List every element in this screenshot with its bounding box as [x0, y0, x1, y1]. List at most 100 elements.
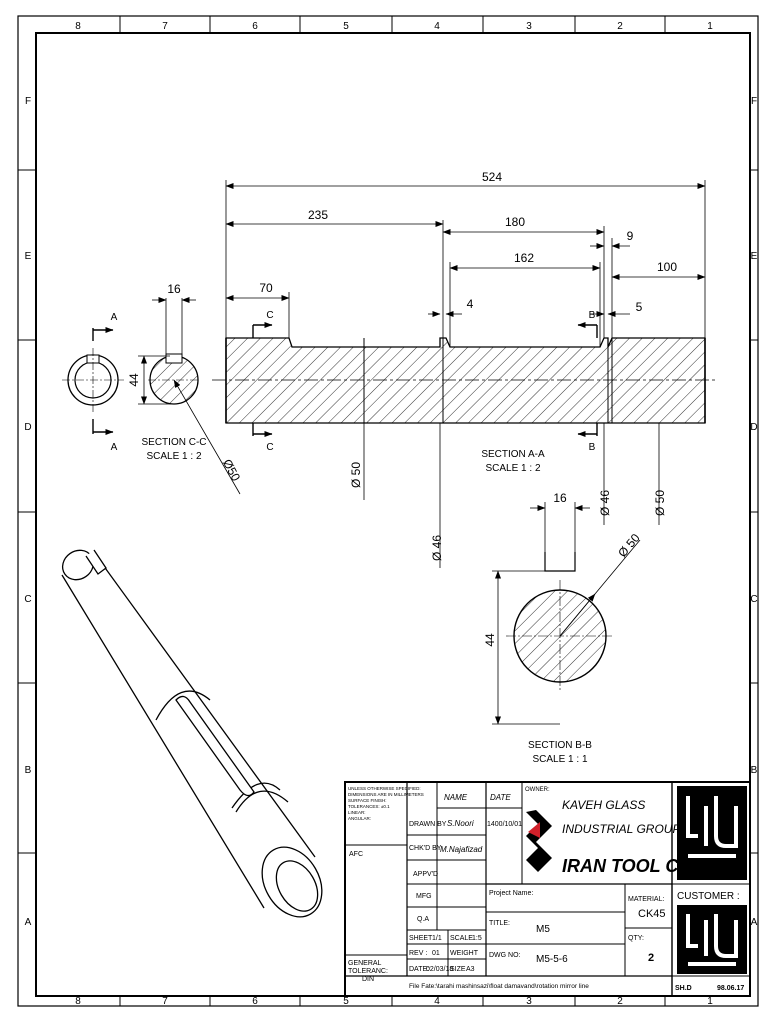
section-bb-scale: SCALE 1 : 1: [532, 754, 587, 765]
cut-label-b-top: B: [589, 310, 596, 321]
cut-label-a-top: A: [111, 312, 118, 323]
shaft-dimension-labels: 524 235 180 9 162 100 70 4 5 Ø 50 Ø 46 Ø…: [259, 170, 677, 561]
zone-col-1: 1: [707, 21, 713, 32]
zone-row-c-right: C: [750, 594, 757, 605]
scale-label: SCALE: [450, 935, 473, 942]
drawn-by-value: S.Noori: [447, 819, 474, 828]
brand-logo-top: [677, 786, 747, 880]
section-cc-caption: SECTION C-C SCALE 1 : 2: [142, 437, 207, 462]
drawn-date-value: 1400/10/01: [487, 821, 522, 828]
dim-9: 9: [627, 229, 634, 243]
title-label: TITLE:: [489, 920, 510, 927]
dim-dia50-shaft: Ø 50: [349, 462, 363, 488]
zone-row-a: A: [25, 917, 32, 928]
section-aa-title: SECTION A-A: [481, 449, 545, 460]
dim-bb-diameter: Ø 50: [615, 531, 643, 560]
project-name-label: Project Name:: [489, 890, 533, 897]
cut-label-a-bottom: A: [111, 442, 118, 453]
note-line-1: UNLESS OTHERWISE SPECIFIED:: [348, 786, 421, 791]
zone-labels: 8 7 6 5 4 3 2 1 8 7 6 5 4 3 2 1 F E D C …: [24, 21, 757, 1007]
section-cc-scale: SCALE 1 : 2: [146, 451, 201, 462]
dim-162: 162: [514, 251, 534, 265]
zone-row-e: E: [25, 251, 32, 262]
zone-col-6: 6: [252, 21, 258, 32]
zone-col-5-bottom: 5: [343, 996, 349, 1007]
rev-value: 01: [432, 950, 440, 957]
cut-label-c-top: C: [266, 310, 273, 321]
rev-label: REV :: [409, 950, 427, 957]
zone-col-4-bottom: 4: [434, 996, 440, 1007]
note-line-3: SURFACE FINISH:: [348, 798, 387, 803]
mfg-label: MFG: [416, 893, 432, 900]
shaft-section-aa: [212, 337, 718, 424]
dim-70: 70: [259, 281, 273, 295]
sheet-value: 1/1: [432, 935, 442, 942]
dim-5: 5: [636, 300, 643, 314]
cut-markers-shaft: [252, 322, 598, 437]
dim-dia46-a: Ø 46: [430, 535, 444, 561]
qa-label: Q.A: [417, 916, 429, 923]
zone-col-2: 2: [617, 21, 623, 32]
zone-col-7: 7: [162, 21, 168, 32]
dim-180: 180: [505, 215, 525, 229]
material-label: MATERIAL:: [628, 896, 664, 903]
dim-4: 4: [467, 297, 474, 311]
dim-dia50-b: Ø 50: [653, 490, 667, 516]
tolerance-label: TOLERANC:: [348, 968, 388, 975]
cut-labels-end-view: A A: [111, 312, 118, 453]
cut-label-c-bottom: C: [266, 442, 273, 453]
zone-col-2-bottom: 2: [617, 996, 623, 1007]
size-value: A3: [466, 966, 475, 973]
company-name: IRAN TOOL CO: [562, 856, 692, 876]
brand-logo-bottom: [677, 905, 747, 974]
general-tolerance-label: GENERAL: [348, 960, 382, 967]
zone-row-b-right: B: [751, 765, 758, 776]
checked-by-label: CHK'D BY: [409, 845, 442, 852]
name-header: NAME: [444, 793, 468, 802]
date-header: DATE: [490, 793, 511, 802]
section-aa-scale: SCALE 1 : 2: [485, 463, 540, 474]
title-block-notes: UNLESS OTHERWISE SPECIFIED: DIMENSIONS A…: [348, 786, 424, 821]
date-label: DATE:: [409, 966, 429, 973]
weight-label: WEIGHT: [450, 950, 479, 957]
zone-row-d-right: D: [750, 422, 757, 433]
cut-label-b-bottom: B: [589, 442, 596, 453]
isometric-shaft-view: [61, 549, 323, 918]
sheet-label: SHEET: [409, 935, 433, 942]
checked-by-value: M.Najafizad: [440, 845, 483, 854]
zone-row-e-right: E: [751, 251, 758, 262]
section-aa-caption: SECTION A-A SCALE 1 : 2: [481, 449, 545, 474]
dim-cc-diameter: Ø50: [220, 457, 243, 484]
zone-row-d: D: [24, 422, 31, 433]
shaft-dimensions: [225, 180, 706, 568]
dim-bb-height: 44: [483, 633, 497, 647]
dim-100: 100: [657, 260, 677, 274]
zone-col-5: 5: [343, 21, 349, 32]
afc-label: AFC: [349, 851, 363, 858]
zone-row-b: B: [25, 765, 32, 776]
title-block-fields: NAME DATE DRAWN BY S.Noori 1400/10/01 CH…: [409, 787, 744, 992]
section-cc: [138, 297, 241, 495]
approved-label: APPV'D: [413, 871, 438, 878]
qty-label: QTY:: [628, 935, 644, 942]
zone-col-4: 4: [434, 21, 440, 32]
dwg-no-label: DWG NO:: [489, 952, 521, 959]
material-value: CK45: [638, 908, 666, 920]
scale-value: 1:5: [472, 935, 482, 942]
zone-col-1-bottom: 1: [707, 996, 713, 1007]
qty-value: 2: [648, 952, 654, 964]
zone-col-8: 8: [75, 21, 81, 32]
end-view: [62, 327, 124, 435]
shd-value: 98.06.17: [717, 985, 744, 992]
title-block: [344, 781, 751, 997]
date-value: 02/03/18: [426, 966, 453, 973]
tolerance-standard: DIN: [362, 976, 374, 983]
cut-labels-shaft: C C B B: [266, 310, 595, 453]
dim-cc-width: 16: [167, 282, 181, 296]
customer-label: CUSTOMER :: [677, 891, 740, 902]
shd-label: SH.D: [675, 985, 692, 992]
note-line-6: ANGULAR:: [348, 816, 371, 821]
company-logo-mark: [526, 810, 552, 872]
note-line-4: TOLERANCES: ±0.1: [348, 804, 390, 809]
